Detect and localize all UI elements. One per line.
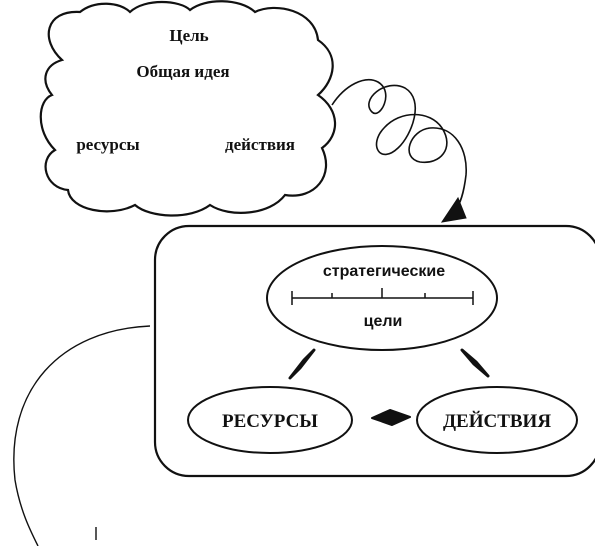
cloud-subtitle: Общая идея bbox=[136, 62, 229, 81]
cloud-title: Цель bbox=[169, 26, 208, 45]
diamond-left-up bbox=[288, 348, 316, 380]
strategy-box bbox=[153, 224, 595, 478]
diamond-right-up bbox=[460, 348, 490, 378]
resources-ellipse bbox=[187, 386, 353, 454]
actions-label: ДЕЙСТВИЯ bbox=[443, 410, 551, 432]
cloud-resources-label: ресурсы bbox=[76, 135, 139, 154]
actions-ellipse bbox=[416, 386, 578, 454]
strategic-goals-label-line2: цели bbox=[364, 313, 403, 330]
strategic-goals-ellipse bbox=[266, 245, 498, 351]
cloud-actions-label: действия bbox=[225, 135, 295, 154]
idea-cloud bbox=[39, 0, 337, 217]
bracket-scale bbox=[291, 288, 474, 305]
diamond-center bbox=[371, 409, 411, 426]
loop-connector bbox=[331, 79, 467, 211]
left-arc bbox=[13, 325, 151, 546]
strategic-goals-label-line1: стратегические bbox=[323, 263, 445, 280]
arrow-head bbox=[440, 196, 467, 223]
resources-label: РЕСУРСЫ bbox=[222, 411, 318, 432]
